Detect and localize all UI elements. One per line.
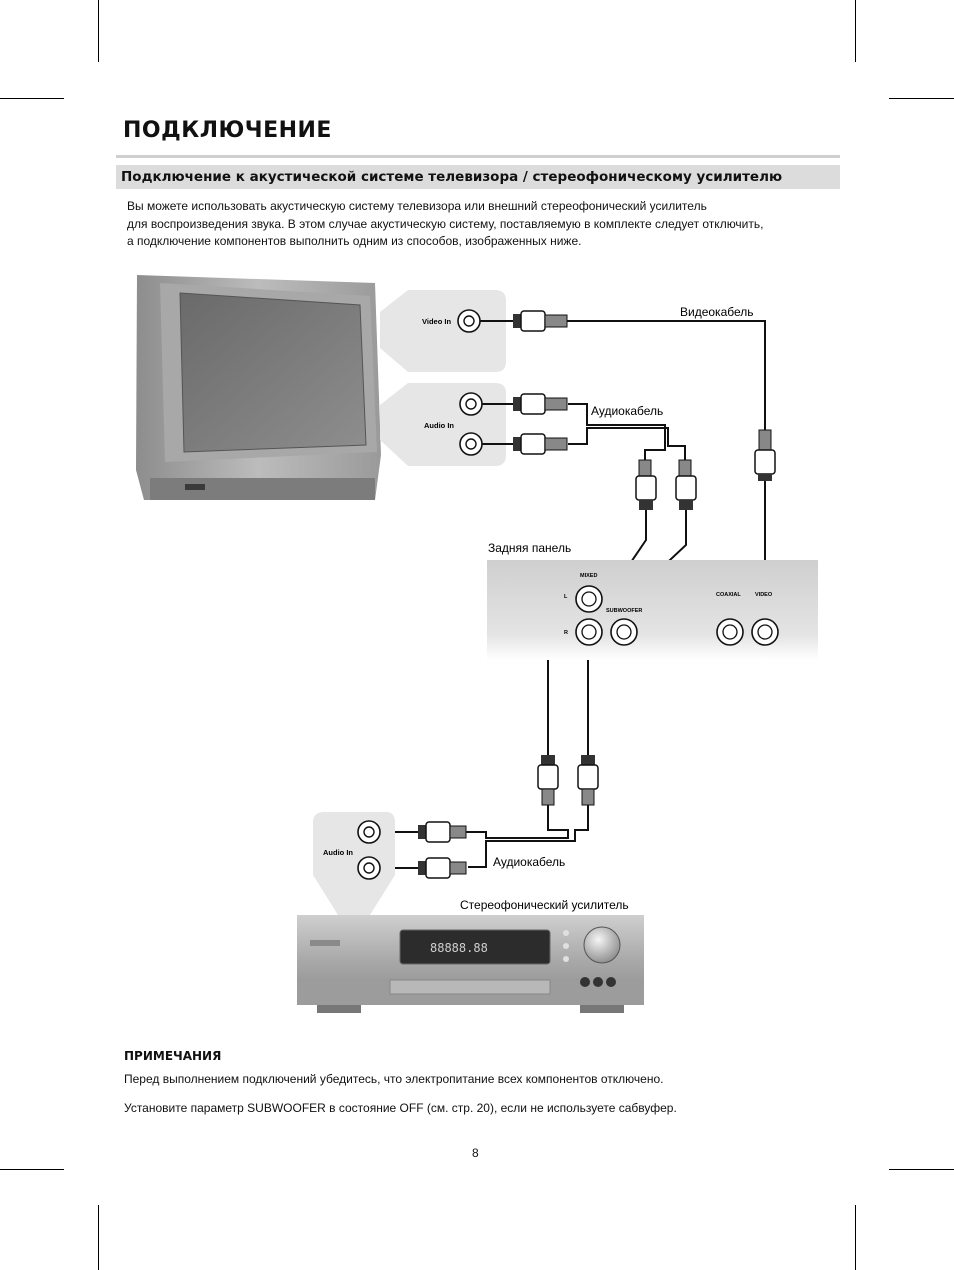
rca-plug <box>675 459 697 510</box>
rca-plug <box>418 821 467 843</box>
tv-video-callout <box>380 290 506 372</box>
amplifier-label: Стереофонический усилитель <box>460 898 629 912</box>
crop-mark <box>855 0 856 62</box>
rca-plug <box>754 429 776 481</box>
title-rule <box>116 155 840 158</box>
left-channel-label: L <box>564 594 568 600</box>
subwoofer-label: SUBWOOFER <box>606 608 642 614</box>
amp-audio-jack-l <box>357 820 381 844</box>
section-bar <box>116 165 840 189</box>
rear-panel-label: Задняя панель <box>488 541 571 555</box>
tv-video-jack <box>457 309 481 333</box>
audio-cable-bottom-label: Аудиокабель <box>493 855 565 869</box>
panel-jack-subwoofer <box>610 618 638 646</box>
page-title: ПОДКЛЮЧЕНИЕ <box>123 118 332 143</box>
panel-jack-video <box>751 618 779 646</box>
amp-audio-callout <box>313 812 395 915</box>
rca-plug <box>537 755 559 806</box>
amp-audio-jack-r <box>357 856 381 880</box>
intro-line: для воспроизведения звука. В этом случае… <box>127 216 764 231</box>
amplifier-illustration: 88888.88 <box>297 915 644 1013</box>
crop-mark <box>0 98 64 99</box>
tv-illustration <box>136 275 381 500</box>
rca-plug <box>635 459 657 510</box>
crop-mark <box>889 98 954 99</box>
page-number: 8 <box>472 1146 479 1160</box>
crop-mark <box>855 1205 856 1270</box>
intro-text: Вы можете использовать акустическую сист… <box>127 198 827 251</box>
tv-audio-jack-r <box>459 432 483 456</box>
svg-text:88888.88: 88888.88 <box>430 941 488 955</box>
rca-plug <box>577 755 599 806</box>
tv-audio-in-label: Audio In <box>424 421 454 430</box>
amp-audio-in-label: Audio In <box>323 848 353 857</box>
notes-title: ПРИМЕЧАНИЯ <box>124 1049 222 1063</box>
video-label: VIDEO <box>755 592 773 598</box>
video-cable-label: Видеокабель <box>680 305 754 319</box>
note-item: Перед выполнением подключений убедитесь,… <box>124 1072 664 1086</box>
mixed-label: MIXED <box>580 573 597 579</box>
note-item: Установите параметр SUBWOOFER в состояни… <box>124 1101 677 1115</box>
tv-video-in-label: Video In <box>422 317 451 326</box>
rca-plug <box>513 310 568 332</box>
right-channel-label: R <box>564 630 568 636</box>
crop-mark <box>0 1169 64 1170</box>
tv-audio-jack-l <box>459 392 483 416</box>
audio-cable-top-label: Аудиокабель <box>591 404 663 418</box>
rca-plug <box>513 393 568 415</box>
intro-line: Вы можете использовать акустическую сист… <box>127 199 707 213</box>
crop-mark <box>98 0 99 62</box>
crop-mark <box>889 1169 954 1170</box>
panel-jack-mixed-r <box>575 618 603 646</box>
panel-jack-coaxial <box>716 618 744 646</box>
intro-line: а подключение компонентов выполнить одни… <box>127 234 582 248</box>
coaxial-label: COAXIAL <box>716 592 741 598</box>
rca-plug <box>418 857 467 879</box>
section-title: Подключение к акустической системе телев… <box>121 169 783 185</box>
crop-mark <box>98 1205 99 1270</box>
panel-jack-mixed-l <box>575 585 603 613</box>
rca-plug <box>513 433 568 455</box>
